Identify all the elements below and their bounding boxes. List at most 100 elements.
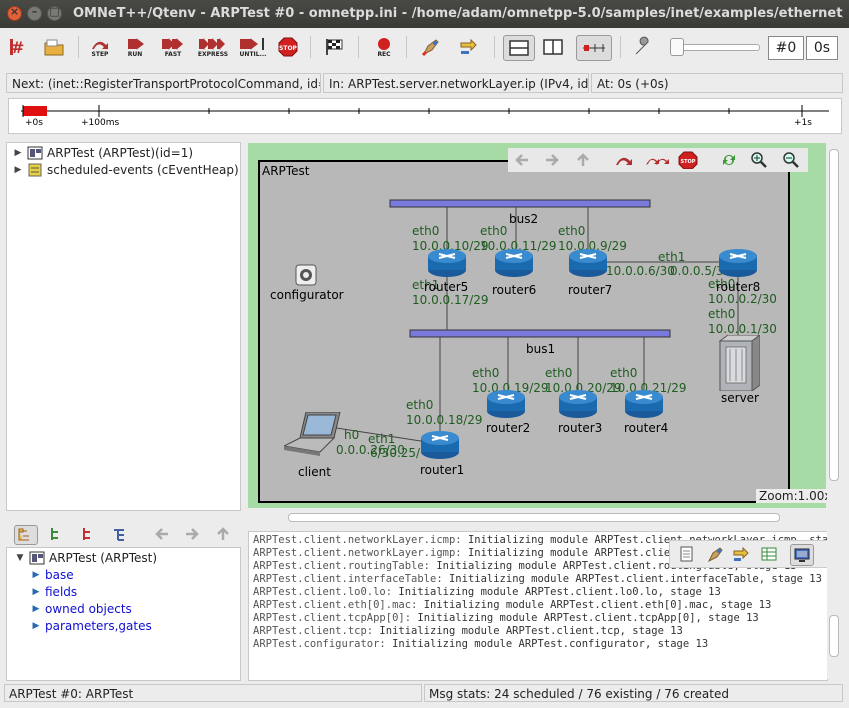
inspector-forward-icon[interactable] (182, 525, 200, 543)
sim-time-display: 0s (806, 36, 838, 60)
wrench-icon (635, 36, 649, 55)
sim-time-info: At: 0s (+0s) (591, 73, 843, 93)
addr-label: 10.0.0.18/29 (406, 413, 483, 427)
inspector-item-fields[interactable]: ▶ fields (31, 583, 78, 600)
log-line: ARPTest.client.eth[0].mac: Initializing … (253, 599, 772, 611)
next-event-info: Next: (inet::RegisterTransportProtocolCo… (6, 73, 321, 93)
expand-arrow-icon[interactable]: ▶ (32, 569, 40, 580)
canvas-horizontal-scrollbar[interactable] (248, 510, 826, 524)
expand-arrow-icon[interactable]: ▶ (32, 620, 40, 631)
fast-label: FAST (164, 50, 182, 58)
find-icon[interactable] (706, 545, 724, 563)
tree-item-label: scheduled-events (cEventHeap) (47, 162, 239, 177)
zoom-in-icon[interactable] (750, 151, 768, 169)
slider-knob[interactable] (670, 38, 684, 56)
refresh-icon[interactable] (720, 151, 738, 169)
router4-icon[interactable] (624, 389, 664, 419)
router2-icon[interactable] (486, 389, 526, 419)
copy-icon[interactable] (678, 545, 696, 563)
messages-mode-icon[interactable] (760, 545, 778, 563)
group-mode-icon[interactable] (48, 526, 66, 542)
layout-vertical-button[interactable] (540, 35, 566, 59)
inspector-toolbar (6, 521, 239, 547)
stop-module-icon[interactable]: STOP (678, 151, 698, 169)
tree-item-scheduled-events[interactable]: ▶ scheduled-events (cEventHeap) (13, 161, 239, 178)
configurator-icon[interactable] (295, 264, 317, 286)
inspector-item-parameters[interactable]: ▶ parameters,gates (31, 617, 152, 634)
addr-label: 10.0.0.21/29 (610, 381, 687, 395)
expand-arrow-icon[interactable]: ▶ (32, 603, 40, 614)
filter-arrows-icon (460, 38, 477, 54)
expand-arrow-icon[interactable]: ▶ (14, 164, 22, 175)
log-mode-icon[interactable] (790, 544, 814, 566)
log-vertical-scrollbar[interactable] (827, 531, 841, 679)
load-config-button[interactable] (42, 35, 66, 59)
find-objects-button[interactable] (418, 35, 444, 59)
step-module-icon[interactable] (614, 151, 638, 169)
router7-icon[interactable] (568, 248, 608, 278)
children-mode-icon[interactable] (14, 525, 38, 545)
checkered-flag-icon (326, 39, 343, 55)
forward-arrow-icon[interactable] (542, 151, 560, 169)
router1-icon[interactable] (420, 430, 460, 460)
inspector-back-icon[interactable] (154, 525, 172, 543)
router8-icon[interactable] (718, 248, 758, 278)
server-icon[interactable] (716, 335, 760, 391)
run-module-icon[interactable] (644, 151, 670, 169)
stop-button[interactable]: STOP (277, 35, 299, 59)
record-label: REC (377, 50, 391, 58)
timeline-label-0: +0s (25, 118, 43, 128)
svg-text:STOP: STOP (681, 159, 696, 165)
timeline-toggle-button[interactable] (576, 35, 612, 61)
finish-button[interactable] (322, 35, 346, 59)
zoom-out-icon[interactable] (782, 151, 800, 169)
inspector-item-base[interactable]: ▶ base (31, 566, 74, 583)
inspector-root-item[interactable]: ▼ ARPTest (ARPTest) (15, 549, 157, 566)
window-close-button[interactable]: × (7, 5, 22, 21)
window-maximize-button[interactable]: □ (47, 5, 62, 21)
router3-label: router3 (558, 421, 603, 435)
preferences-button[interactable] (630, 35, 656, 59)
filter-button[interactable] (456, 35, 482, 59)
layout-horizontal-button[interactable] (503, 35, 535, 61)
window-minimize-button[interactable]: – (27, 5, 42, 21)
log-line: ARPTest.client.tcp: Initializing module … (253, 625, 683, 637)
log-filter-icon[interactable] (732, 545, 750, 563)
express-button[interactable]: EXPRESS (196, 35, 230, 59)
log-panel[interactable]: ARPTest.client.networkLayer.icmp: Initia… (248, 531, 828, 681)
network-canvas[interactable]: ARPTest bus2 bus1 eth0 (248, 143, 835, 508)
network-toolbar: STOP (508, 148, 808, 172)
tree-item-arptest[interactable]: ▶ ARPTest (ARPTest)(id=1) (13, 144, 193, 161)
folder-icon (44, 39, 64, 56)
addr-label: 10.0.0.11/29 (480, 239, 557, 253)
timeline-label-2: +1s (794, 118, 812, 128)
step-icon (92, 41, 108, 49)
new-run-icon: # (10, 38, 24, 57)
inspector-item-owned-objects[interactable]: ▶ owned objects (31, 600, 132, 617)
event-timeline[interactable]: +0s +100ms +1s (8, 98, 842, 134)
expand-arrow-icon[interactable]: ▶ (32, 586, 40, 597)
inspector-root-label: ARPTest (ARPTest) (49, 550, 158, 565)
record-button[interactable]: REC (372, 35, 396, 59)
router6-icon[interactable] (494, 248, 534, 278)
inspector-up-icon[interactable] (214, 525, 232, 543)
until-button[interactable]: UNTIL... (236, 35, 270, 59)
run-button[interactable]: RUN (122, 35, 148, 59)
addr-label: eth1 (368, 432, 396, 446)
canvas-vertical-scrollbar[interactable] (827, 143, 841, 508)
step-button[interactable]: STEP (86, 35, 114, 59)
expand-arrow-icon[interactable]: ▶ (14, 147, 22, 158)
client-label: client (298, 465, 331, 479)
flat-mode-icon[interactable] (112, 526, 130, 542)
back-arrow-icon[interactable] (514, 151, 532, 169)
client-laptop-icon[interactable] (284, 412, 344, 458)
router5-icon[interactable] (427, 248, 467, 278)
animation-speed-slider[interactable] (670, 36, 760, 58)
inheritance-mode-icon[interactable] (80, 526, 98, 542)
fast-button[interactable]: FAST (158, 35, 188, 59)
event-heap-icon (28, 163, 42, 176)
up-arrow-icon[interactable] (574, 151, 592, 169)
collapse-arrow-icon[interactable]: ▼ (16, 552, 24, 563)
new-run-button[interactable]: # (8, 35, 30, 59)
router3-icon[interactable] (558, 389, 598, 419)
